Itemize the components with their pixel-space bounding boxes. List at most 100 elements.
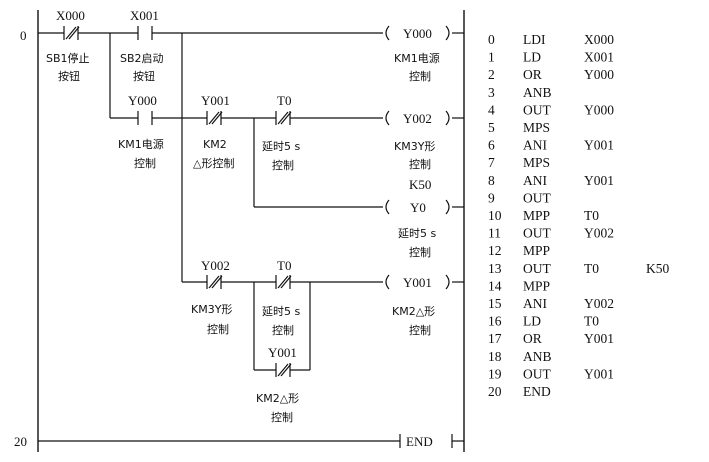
il-row-19-op: OUT <box>523 366 551 381</box>
coil-y000-desc-2: 控制 <box>409 69 431 83</box>
il-row-4-op: OUT <box>523 102 551 117</box>
end-instruction <box>399 434 453 448</box>
coil-y001-desc-2: 控制 <box>409 323 431 337</box>
il-row-6-operand: Y001 <box>584 138 614 153</box>
il-row-13-step: 13 <box>488 261 502 276</box>
il-row-0-operand: X000 <box>584 32 614 47</box>
il-row-5-op: MPS <box>523 120 550 135</box>
contact-x001-addr: X001 <box>130 8 159 23</box>
coil-t0-preset: K50 <box>409 177 431 192</box>
il-row-1-op: LD <box>523 50 541 65</box>
il-row-18-step: 18 <box>488 349 502 364</box>
il-row-14-step: 14 <box>488 278 502 293</box>
il-row-4-operand: Y000 <box>584 102 614 117</box>
il-row-10-operand: T0 <box>584 208 599 223</box>
il-row-8-op: ANI <box>523 173 547 188</box>
contact-x001-desc-1: SB2启动 <box>120 52 164 65</box>
contact-t0-b-desc-1: 延时5 s <box>262 305 300 318</box>
coil-t0-desc-1: 延时5 s <box>398 227 436 240</box>
contact-y002-nc <box>206 275 223 289</box>
il-row-2-operand: Y000 <box>584 67 614 82</box>
contact-x001-desc-2: 按钮 <box>133 69 155 83</box>
coil-t0-desc-2: 控制 <box>409 245 431 259</box>
il-row-11-operand: Y002 <box>584 226 614 241</box>
il-row-4-step: 4 <box>488 102 495 117</box>
il-row-13-op: OUT <box>523 261 551 276</box>
il-row-9-step: 9 <box>488 190 495 205</box>
coil-y000 <box>385 25 450 41</box>
end-label: END <box>406 434 433 449</box>
contact-t0-nc-b <box>275 275 292 289</box>
coil-y000-desc-1: KM1电源 <box>394 51 440 65</box>
il-row-7-op: MPS <box>523 155 550 170</box>
step-number-0: 0 <box>20 28 27 43</box>
il-row-5-step: 5 <box>488 120 495 135</box>
il-row-6-step: 6 <box>488 138 495 153</box>
il-row-10-step: 10 <box>488 208 502 223</box>
contact-t0-nc-a <box>275 111 292 125</box>
il-row-8-step: 8 <box>488 173 495 188</box>
contact-y001-seal-desc-1: KM2△形 <box>256 392 299 405</box>
contact-t0-a-desc-1: 延时5 s <box>262 140 300 153</box>
il-row-16-op: LD <box>523 314 541 329</box>
il-row-7-step: 7 <box>488 155 495 170</box>
il-row-17-op: OR <box>523 331 542 346</box>
step-number-20: 20 <box>14 434 27 449</box>
coil-y002-desc-2: 控制 <box>409 157 431 171</box>
il-row-1-operand: X001 <box>584 50 614 65</box>
il-row-2-step: 2 <box>488 67 495 82</box>
il-row-19-step: 19 <box>488 366 502 381</box>
il-row-19-operand: Y001 <box>584 366 614 381</box>
contact-y000-desc-2: 控制 <box>134 156 156 170</box>
il-row-16-operand: T0 <box>584 314 599 329</box>
il-row-15-operand: Y002 <box>584 296 614 311</box>
contact-y001-nc <box>206 111 223 125</box>
il-row-12-step: 12 <box>488 243 502 258</box>
contact-x000-nc <box>63 26 80 40</box>
il-row-6-op: ANI <box>523 138 547 153</box>
il-row-8-operand: Y001 <box>584 173 614 188</box>
coil-t0 <box>385 199 450 215</box>
coil-y002-desc-1: KM3Y形 <box>394 140 435 153</box>
coil-y001 <box>385 274 450 290</box>
il-row-13-operand: T0 <box>584 261 599 276</box>
il-row-14-op: MPP <box>523 278 550 293</box>
il-row-10-op: MPP <box>523 208 550 223</box>
contact-t0-b-desc-2: 控制 <box>272 323 294 337</box>
il-row-3-op: ANB <box>523 85 552 100</box>
contact-t0-a-desc-2: 控制 <box>272 158 294 172</box>
il-row-12-op: MPP <box>523 243 550 258</box>
coil-y001-desc-1: KM2△形 <box>392 305 435 318</box>
coil-y001-addr: Y001 <box>403 275 432 290</box>
contact-x000-desc-2: 按钮 <box>58 69 80 83</box>
contact-y001-seal-desc-2: 控制 <box>271 410 293 424</box>
coil-y000-addr: Y000 <box>403 26 432 41</box>
il-row-11-op: OUT <box>523 226 551 241</box>
il-row-0-step: 0 <box>488 32 495 47</box>
contact-x001-no <box>137 26 153 40</box>
contact-y002-desc-1: KM3Y形 <box>191 303 232 316</box>
contact-y002-desc-2: 控制 <box>207 322 229 336</box>
il-row-16-step: 16 <box>488 314 502 329</box>
contact-x000-desc-1: SB1停止 <box>46 51 90 65</box>
il-row-15-step: 15 <box>488 296 502 311</box>
il-row-9-op: OUT <box>523 190 551 205</box>
il-row-17-step: 17 <box>488 331 502 346</box>
il-row-0-op: LDI <box>523 32 546 47</box>
contact-y001-nc-desc-2: △形控制 <box>193 156 234 170</box>
contact-y000-seal-no <box>137 111 153 125</box>
il-row-11-step: 11 <box>488 226 501 241</box>
il-row-2-op: OR <box>523 67 542 82</box>
contact-y001-seal-addr: Y001 <box>268 345 297 360</box>
il-row-17-operand: Y001 <box>584 331 614 346</box>
contact-y001-nc-addr: Y001 <box>201 93 230 108</box>
contact-x000-addr: X000 <box>56 8 85 23</box>
contact-t0-b-addr: T0 <box>277 258 291 273</box>
il-row-20-op: END <box>523 384 551 399</box>
il-row-3-step: 3 <box>488 85 495 100</box>
coil-y002-addr: Y002 <box>403 111 432 126</box>
contact-y000-desc-1: KM1电源 <box>118 137 164 151</box>
il-row-18-op: ANB <box>523 349 552 364</box>
